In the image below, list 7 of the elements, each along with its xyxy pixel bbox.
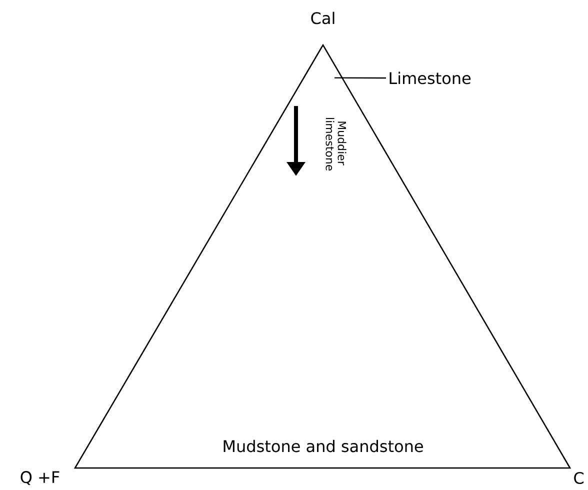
- leader-line: [334, 77, 386, 79]
- arrow-label: Muddier limestone: [326, 118, 346, 171]
- rock-label: Limestone: [390, 72, 471, 84]
- vertex-label: Cal: [311, 12, 334, 24]
- field-label: Mudstone and sandstone: [224, 440, 423, 452]
- vertex-label: C: [574, 472, 584, 484]
- vertex-label: Q +F: [20, 471, 60, 485]
